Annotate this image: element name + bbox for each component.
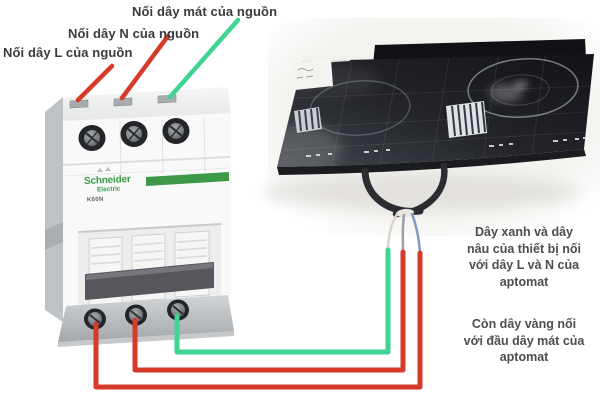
terminal-screw <box>78 125 106 151</box>
wire-ground-run <box>174 247 391 355</box>
pole-seams <box>119 116 206 177</box>
breaker-top-face <box>63 87 231 121</box>
breaker-model-text: K60N <box>86 196 104 204</box>
wire-live-run <box>93 250 423 390</box>
touch-control-dots <box>306 137 587 157</box>
lead-wire-brown <box>401 213 406 254</box>
grid-reflection-lines <box>283 54 592 167</box>
label-neutral-source: Nối dây N của nguồn <box>68 26 200 41</box>
vent-grille-left <box>294 107 322 133</box>
lead-wire-yellow <box>386 212 399 252</box>
vent-grille-right <box>446 101 487 138</box>
burner-smudge <box>514 81 528 89</box>
terminal-screw <box>167 299 189 321</box>
burner-zone-right <box>467 58 579 118</box>
terminal-screw <box>125 304 147 326</box>
breaker-brand-subtext: Electric <box>96 185 121 194</box>
front-groove <box>62 156 231 166</box>
label-ground-source: Nối dây mát của nguồn <box>132 4 278 19</box>
breaker-side-step <box>45 222 63 250</box>
lever-ridges <box>90 239 208 265</box>
breaker-bottom-shadow <box>58 331 234 347</box>
breaker-side-face <box>45 97 63 322</box>
recess-edge <box>77 223 222 233</box>
brand-green-bar <box>146 172 229 186</box>
wire-neutral-run <box>132 249 406 373</box>
burner-smudge <box>489 84 523 102</box>
note-yellow-wire: Còn dây vàng nối với đầu dây mát của apt… <box>463 317 585 364</box>
toggle-handle-bar <box>85 262 214 300</box>
note-blue-brown-wires: Dây xanh và dây nâu của thiết bị nối với… <box>467 225 581 289</box>
supply-wires <box>75 17 241 103</box>
triangle-marks <box>97 167 111 172</box>
label-live-source: Nối dây L của nguồn <box>3 45 133 60</box>
cooktop-rim <box>277 149 586 175</box>
terminal-screw <box>120 121 148 147</box>
supply-wire-live-l <box>75 63 115 103</box>
bottom-terminal-screws <box>84 299 189 330</box>
white-label <box>293 59 333 90</box>
front-groove <box>62 167 231 177</box>
cooktop-shadow <box>260 174 580 210</box>
top-terminal-screws <box>78 118 190 151</box>
supply-wire-neutral-n <box>119 33 171 101</box>
routed-wires <box>93 247 423 390</box>
terminal-screw <box>84 308 106 330</box>
terminal-screw <box>162 118 190 144</box>
supply-wire-ground <box>167 17 241 100</box>
lead-wire-blue <box>410 212 422 254</box>
appliance-lead-wires <box>386 212 422 254</box>
circuit-breaker <box>45 87 234 347</box>
cord-end-sheath <box>396 208 414 218</box>
